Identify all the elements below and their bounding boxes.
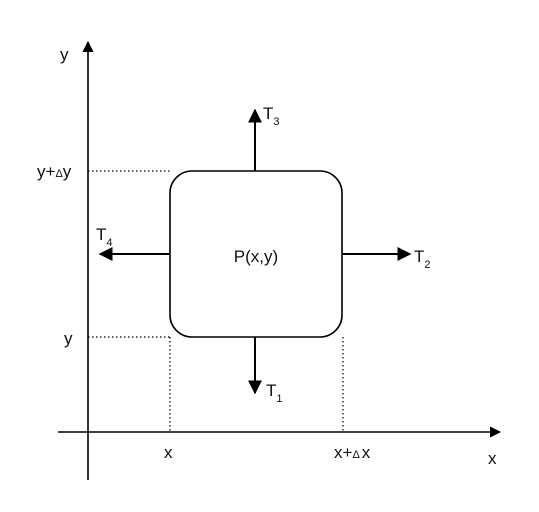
force-label-t2: T2 xyxy=(414,247,431,271)
force-label-t1: T1 xyxy=(266,381,283,405)
tick-x: x xyxy=(164,443,173,462)
tick-y-plus-delta: y+Δy xyxy=(37,162,72,181)
y-axis-label: y xyxy=(60,45,69,64)
force-label-t4: T4 xyxy=(96,225,113,249)
element-label: P(x,y) xyxy=(234,247,278,266)
x-axis-label: x xyxy=(488,449,497,468)
force-label-t3: T3 xyxy=(263,104,280,128)
tick-y: y xyxy=(64,329,73,348)
